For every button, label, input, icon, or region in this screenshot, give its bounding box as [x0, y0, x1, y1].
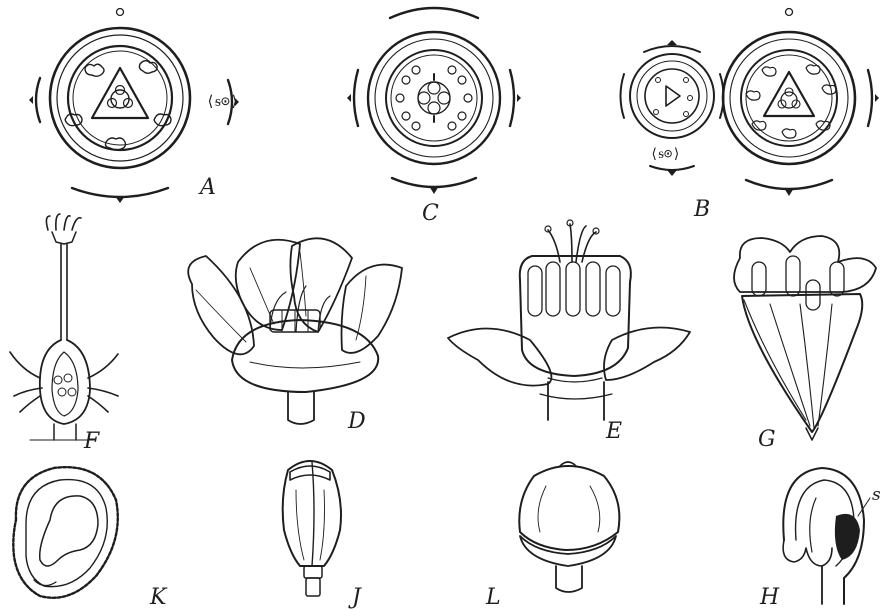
figure-j-label: J [348, 585, 362, 610]
svg-text:⟨ᵴ⊙⟩: ⟨ᵴ⊙⟩ [650, 146, 681, 162]
figure-a-label: A [198, 175, 216, 200]
figure-c-floral-diagram: C [347, 8, 521, 226]
figure-a-floral-diagram: ⟨ᵴ⊙⟩ A [29, 9, 239, 204]
figure-h-ovule: s H [759, 468, 881, 610]
figure-b-floral-diagram: ⟨ᵴ⊙⟩ B [621, 9, 880, 223]
svg-text:⟨ᵴ⊙⟩: ⟨ᵴ⊙⟩ [206, 92, 239, 110]
figure-g-flower: G [734, 236, 876, 452]
figure-h-label: H [759, 585, 780, 610]
figure-e-label: E [605, 419, 622, 444]
figure-l-label: L [485, 585, 501, 610]
figure-l-fruit: L [485, 462, 619, 610]
figure-k-label: K [149, 585, 168, 610]
figure-f-label: F [83, 429, 100, 454]
figure-g-label: G [758, 427, 776, 452]
figure-d-label: D [347, 409, 366, 434]
figure-j-capsule: J [283, 461, 362, 610]
figure-f-section: F [10, 214, 118, 454]
figure-b-label: B [693, 197, 710, 222]
figure-h-annotation-s: s [872, 485, 881, 505]
figure-k-seed: K [13, 467, 168, 610]
figure-e-flower: E [448, 220, 690, 444]
figure-d-flower: D [188, 238, 402, 434]
figure-c-label: C [422, 201, 439, 226]
